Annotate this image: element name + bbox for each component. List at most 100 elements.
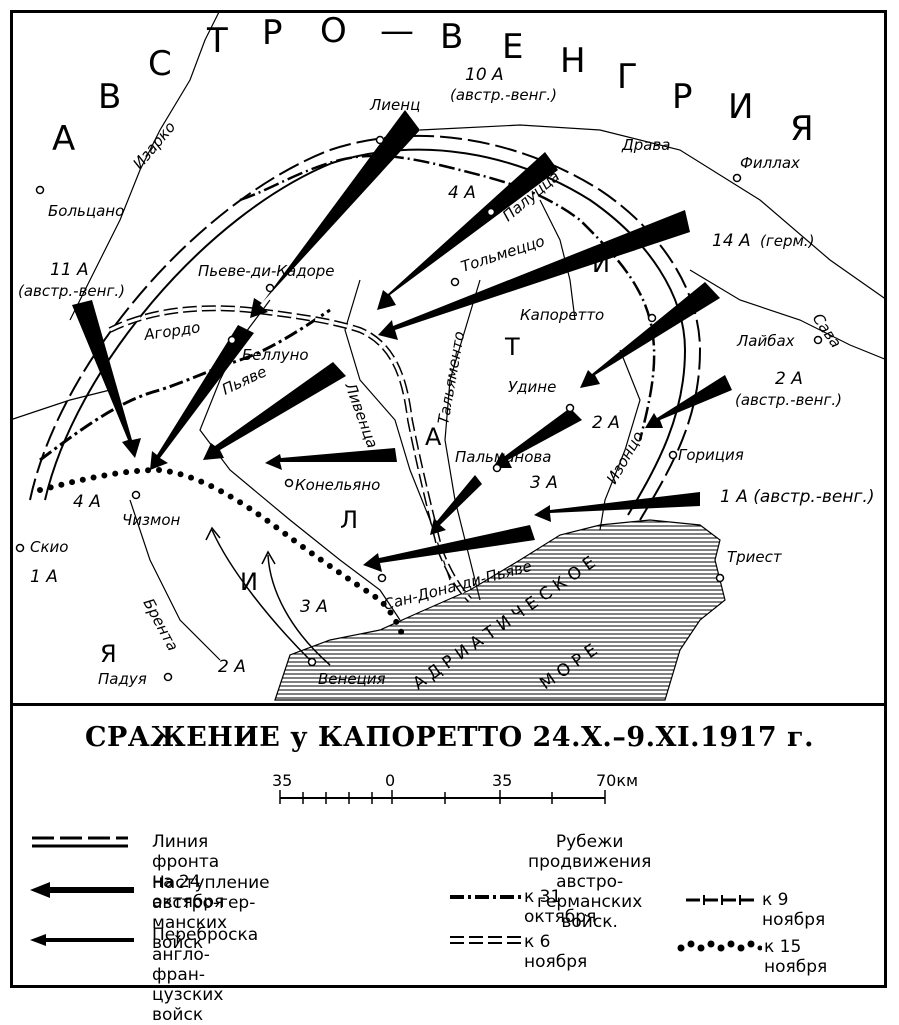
legend-nov6-symbol	[450, 936, 522, 944]
legend-nov9-symbol	[686, 895, 758, 905]
legend-transfer-line1: Переброска англо-фран-	[152, 925, 259, 985]
scale-label: 35	[492, 771, 512, 790]
river-label-izarko: Изарко	[129, 118, 179, 173]
country-letter: Я	[790, 109, 816, 149]
army-3a-south: 3 А	[300, 597, 328, 617]
italy-letter: А	[425, 423, 442, 451]
army-14a-note: (герм.)	[760, 232, 814, 250]
city-venezia: Венеция	[318, 670, 386, 688]
river-label-tagliamento: Тальяменто	[434, 330, 468, 426]
army-4a-north: 4 А	[448, 183, 476, 203]
army-2a-east-note: (австр.-венг.)	[735, 391, 842, 409]
army-1a-west: 1 А	[30, 567, 58, 587]
army-11a-note: (австр.-венг.)	[18, 282, 125, 300]
italy-letter: Л	[340, 506, 358, 534]
scale-label: 0	[385, 771, 395, 790]
city-ljubljana: Лайбах	[736, 332, 795, 350]
italy-letter: И	[592, 250, 610, 278]
legend-transfer-line2: цузских войск	[152, 985, 224, 1025]
legend-nov15-symbol	[677, 940, 762, 952]
legend-nov9: к 9 ноября	[762, 890, 826, 930]
city-agordo: Агордо	[142, 318, 201, 344]
country-letter: Р	[262, 13, 285, 53]
country-letter: О	[320, 11, 349, 51]
river-drava	[419, 124, 887, 301]
army-3a-center: 3 А	[530, 473, 558, 493]
city-bolzano: Больцано	[48, 202, 124, 220]
city-udine: Удине	[508, 378, 556, 396]
city-markers	[15, 135, 823, 682]
city-cismon: Чизмон	[122, 511, 181, 529]
city-tolmezzo: Тольмеццо	[459, 232, 547, 276]
country-letter: Т	[206, 21, 230, 61]
legend-oct31: к 31 октября	[524, 887, 597, 927]
map-title: СРАЖЕНИЕ у КАПОРЕТТО 24.X.–9.XI.1917 г.	[84, 722, 814, 753]
country-letter: А	[52, 119, 77, 159]
country-letter: Н	[560, 41, 588, 81]
river-label-sava: Сава	[809, 310, 845, 351]
legend-advance-title-line2: австро-германских войск.	[537, 872, 643, 932]
country-letter: С	[148, 44, 174, 84]
city-villach: Филлах	[740, 154, 800, 172]
legend-transfer-symbol	[30, 934, 134, 946]
legend-nov6: к 6 ноября	[524, 932, 588, 972]
country-letter: И	[728, 87, 755, 127]
scale-label: 35	[272, 771, 292, 790]
army-14a: 14 А	[712, 231, 751, 251]
country-letter: —	[380, 11, 416, 51]
army-1a-east: 1 А (австр.-венг.)	[720, 487, 874, 507]
river-label-isonzo: Изонцо	[603, 428, 647, 487]
country-letter: Р	[672, 77, 695, 117]
legend-front-line-symbol	[32, 836, 128, 848]
city-palmanova: Пальманова	[455, 448, 551, 466]
city-lienz: Лиенц	[369, 96, 420, 114]
army-4a-west: 4 А	[73, 492, 101, 512]
river-label-brenta: Брента	[139, 595, 182, 654]
city-trieste: Триест	[727, 548, 783, 566]
army-2a-center: 2 А	[592, 413, 620, 433]
city-schio: Скио	[30, 538, 68, 556]
country-letter: В	[98, 77, 123, 117]
river-west	[10, 389, 111, 421]
legend-offensive-line1: Наступление австро-гер-	[152, 873, 270, 913]
scale-bar: 35 0 35 70км	[272, 771, 638, 804]
italy-letter: Я	[100, 640, 117, 668]
italy-letter: И	[240, 568, 258, 596]
city-padova: Падуя	[98, 670, 147, 688]
country-letter: В	[440, 17, 465, 57]
transfer-arrows	[205, 526, 331, 666]
city-gorizia: Гориция	[678, 446, 744, 464]
scale-label: 70км	[596, 771, 638, 790]
italy-letter: Т	[504, 333, 520, 361]
country-letters: А В С Т Р О — В Е Н Г Р И Я	[52, 11, 816, 159]
advance-line-nov15	[37, 466, 408, 643]
country-letter: Е	[502, 27, 525, 67]
river-label-livenza: Ливенца	[341, 379, 382, 450]
army-10a: 10 А	[465, 65, 504, 85]
map: А В С Т Р О — В Е Н Г Р И Я Больцано Лие…	[10, 10, 887, 701]
country-letter: Г	[617, 57, 640, 97]
divider	[10, 703, 887, 706]
legend-offensive-line2: манских войск	[152, 913, 228, 953]
river-label-drava: Драва	[621, 136, 670, 154]
river-izarko	[69, 10, 221, 321]
river-sava	[689, 269, 887, 361]
legend-nov15: к 15 ноября	[764, 937, 828, 977]
city-belluno: Беллуно	[242, 346, 309, 364]
army-2a-east: 2 А	[775, 369, 803, 389]
army-11a: 11 А	[50, 260, 89, 280]
legend-oct31-symbol	[450, 895, 522, 899]
legend-front-line: Линия фронта на 24 октября	[152, 832, 225, 912]
river-tagliamento	[444, 279, 481, 601]
army-10a-note: (австр.-венг.)	[450, 86, 557, 104]
advance-line-oct31	[39, 308, 331, 462]
army-2a-south: 2 А	[218, 657, 246, 677]
legend-advance-title-line1: Рубежи продвижения	[528, 832, 652, 872]
city-conegliano: Конельяно	[295, 476, 380, 494]
map-frame	[10, 10, 887, 988]
legend-offensive-symbol	[30, 882, 134, 898]
city-pieve-di-cadore: Пьеве-ди-Кадоре	[198, 262, 335, 280]
river-brenta	[129, 499, 221, 661]
city-caporetto: Капоретто	[520, 306, 604, 324]
offensive-arrows	[72, 110, 732, 572]
